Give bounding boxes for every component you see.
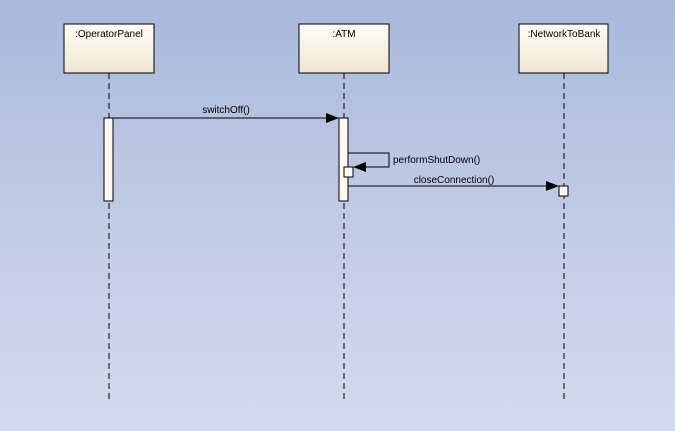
lifeline-label-operator-panel: :OperatorPanel [75,29,143,40]
message-arrowhead-icon [353,162,366,172]
lifeline-network-to-bank[interactable]: :NetworkToBank [518,23,609,402]
lifeline-label-network-to-bank: :NetworkToBank [528,29,602,40]
activation-bar-network-to-bank[interactable] [558,185,569,197]
message-arrowhead-icon [326,113,339,123]
message-label-switch-off: switchOff() [202,105,250,116]
lifeline-head-operator-panel[interactable] [63,23,155,74]
lifeline-head-network-to-bank[interactable] [518,23,609,74]
activation-bar-atm[interactable] [338,117,349,202]
lifeline-operator-panel[interactable]: :OperatorPanel [63,23,155,402]
activation-bar-atm-nested[interactable] [343,166,354,178]
message-perform-shut-down[interactable]: performShutDown() [348,152,480,172]
message-switch-off[interactable]: switchOff() [113,105,339,123]
message-label-perform-shut-down: performShutDown() [393,155,480,166]
self-message-arrow-line [348,152,390,168]
message-arrowhead-icon [546,181,559,191]
message-label-close-connection: closeConnection() [414,175,495,186]
lifeline-label-atm: :ATM [332,29,355,40]
lifeline-atm[interactable]: :ATM [298,23,390,402]
message-close-connection[interactable]: closeConnection() [348,175,559,191]
activation-bar-operator-panel[interactable] [103,117,114,202]
lifeline-head-atm[interactable] [298,23,390,74]
